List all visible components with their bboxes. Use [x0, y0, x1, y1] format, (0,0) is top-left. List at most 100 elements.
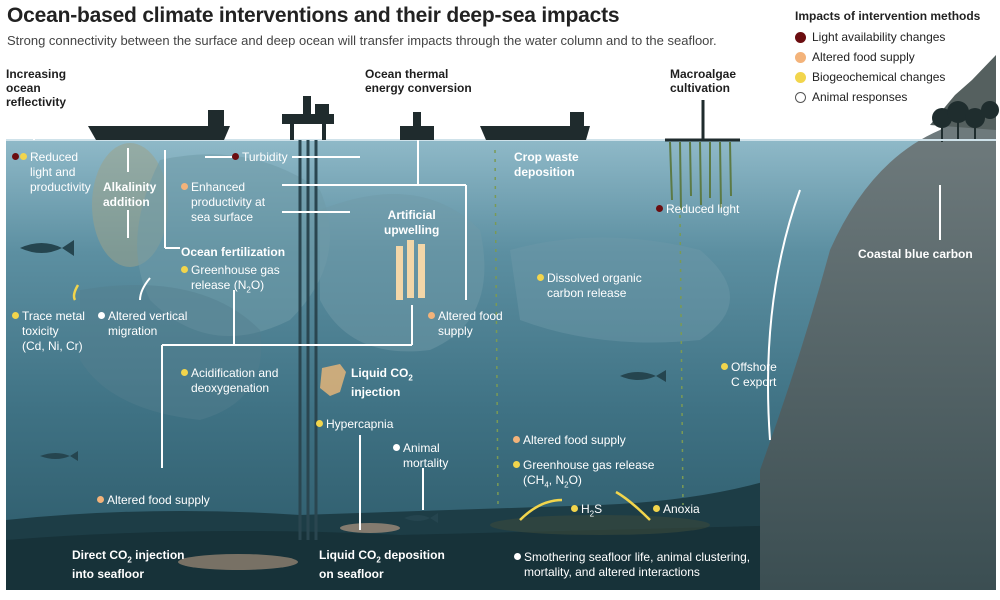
food-c-text: Altered food supply [107, 493, 210, 507]
light-dot [232, 153, 239, 160]
yellow-arrow-anoxia [615, 490, 651, 521]
h2s-a: H [581, 502, 590, 516]
hypercapnia-text: Hypercapnia [326, 417, 394, 431]
label-food-supply-a: Altered food supply [428, 309, 503, 339]
label-smothering: Smothering seafloor life, animal cluster… [514, 550, 750, 580]
bio-dot [20, 153, 27, 160]
label-reduced-light-b: Reduced light [656, 202, 739, 217]
fertilization-plume [137, 154, 330, 336]
coastal-slope [760, 90, 996, 590]
label-enhanced-productivity: Enhanced productivity at sea surface [181, 180, 265, 225]
h2s-sub: 2 [589, 509, 595, 519]
alkalinity-line-1: Alkalinity [103, 180, 157, 194]
otec-line-1: Ocean thermal [365, 67, 449, 81]
legend-label-light: Light availability changes [812, 30, 946, 44]
connector-arrows [33, 114, 941, 530]
ghg-line-1: Greenhouse gas [191, 263, 280, 277]
page-title: Ocean-based climate interventions and th… [7, 4, 620, 27]
h2s-b: S [594, 502, 603, 516]
direct-line-1-b: injection [131, 548, 185, 562]
anoxia-text: Anoxia [663, 502, 700, 516]
label-hypercapnia: Hypercapnia [316, 417, 393, 432]
legend-item-animal: Animal responses [795, 87, 980, 107]
legend-item-bio: Biogeochemical changes [795, 67, 980, 87]
reduced-light-line-1: Reduced [30, 150, 79, 164]
reflectivity-line-3: reflectivity [6, 95, 67, 109]
label-turbidity: Turbidity [232, 150, 288, 165]
label-vertical-migration: Altered vertical migration [98, 309, 187, 339]
otec-station-icon [400, 112, 434, 140]
ship-left-icon [88, 126, 230, 140]
offshore-line-1: Offshore [731, 360, 777, 374]
ghg-line-2-b: O) [250, 278, 265, 292]
ghg-b-line-1: Greenhouse gas release [523, 458, 655, 472]
upwelling-pipes [396, 240, 425, 300]
bio-dot [12, 312, 19, 319]
label-h2s: H2S [571, 502, 602, 521]
acid-line-1: Acidification and [191, 366, 279, 380]
otec-line-2: energy conversion [365, 81, 472, 95]
light-dot [12, 153, 19, 160]
label-animal-mortality: Animal mortality [393, 441, 448, 471]
liquid-co2-line-1-a: Liquid CO [351, 366, 409, 380]
label-otec: Ocean thermal energy conversion [365, 67, 472, 95]
reduced-light-line-2: light and [30, 165, 76, 179]
vertical-line-1: Altered vertical [108, 309, 188, 323]
label-dissolved-carbon: Dissolved organic carbon release [537, 271, 642, 301]
food-a-line-1: Altered food [438, 309, 503, 323]
label-reflectivity: Increasing ocean reflectivity [6, 67, 66, 109]
bio-dot [181, 369, 188, 376]
enhanced-line-1: Enhanced [191, 180, 246, 194]
animal-dot [98, 312, 105, 319]
crop-line-2: deposition [514, 165, 575, 179]
legend-swatch-animal [795, 91, 806, 103]
label-food-supply-c: Altered food supply [97, 493, 210, 508]
label-ghg-ch4: Greenhouse gas release (CH4, N2O) [513, 458, 654, 492]
legend-label-bio: Biogeochemical changes [812, 70, 946, 84]
legend-swatch-bio [795, 71, 806, 83]
smother-line-2: mortality, and altered interactions [524, 565, 700, 579]
deposition-line-1-b: deposition [380, 548, 445, 562]
deposition-line-2: on seafloor [319, 567, 384, 582]
direct-injection-pool [178, 554, 298, 570]
label-ghg-n2o: Greenhouse gas release (N2O) [181, 263, 280, 297]
legend-label-animal: Animal responses [812, 90, 908, 104]
animal-mort-line-1: Animal [403, 441, 440, 455]
yellow-arrow-left [72, 284, 80, 301]
ghg-line-2-a: release (N [191, 278, 247, 292]
trace-line-1: Trace metal [22, 309, 85, 323]
legend-title: Impacts of intervention methods [795, 9, 981, 23]
deposition-line-1-sub: 2 [376, 555, 381, 565]
bio-dot [181, 266, 188, 273]
animal-dot [393, 444, 400, 451]
offshore-line-2: C export [731, 375, 777, 389]
co2-shield-icon [320, 364, 346, 396]
turbidity-text: Turbidity [242, 150, 288, 164]
food-dot [97, 496, 104, 503]
label-offshore-export: Offshore C export [721, 360, 777, 390]
label-trace-metal: Trace metal toxicity (Cd, Ni, Cr) [12, 309, 85, 354]
label-direct-injection: Direct CO2 injection into seafloor [72, 548, 184, 582]
animal-dot [514, 553, 521, 560]
smother-line-1: Smothering seafloor life, animal cluster… [524, 550, 751, 564]
legend-item-light: Light availability changes [795, 27, 980, 47]
ship-right-icon [480, 126, 590, 140]
ghg-b-line-2-sub2: 2 [564, 480, 569, 490]
fish-icons [20, 240, 666, 523]
label-alkalinity: Alkalinity addition [103, 180, 156, 210]
legend-label-food: Altered food supply [812, 50, 915, 64]
liquid-co2-line-1-sub: 2 [408, 373, 413, 383]
animal-mort-line-2: mortality [403, 456, 449, 470]
deposition-line-1-a: Liquid CO [319, 548, 377, 562]
light-dot [656, 205, 663, 212]
deep-plume [80, 285, 262, 420]
label-anoxia: Anoxia [653, 502, 700, 517]
bio-dot [721, 363, 728, 370]
dissolved-carbon-plume [510, 237, 730, 343]
reduced-light-b-text: Reduced light [666, 202, 740, 216]
label-coastal-blue-carbon: Coastal blue carbon [858, 247, 973, 261]
ghg-b-line-2-b: , N [548, 473, 565, 487]
label-food-supply-b: Altered food supply [513, 433, 626, 448]
